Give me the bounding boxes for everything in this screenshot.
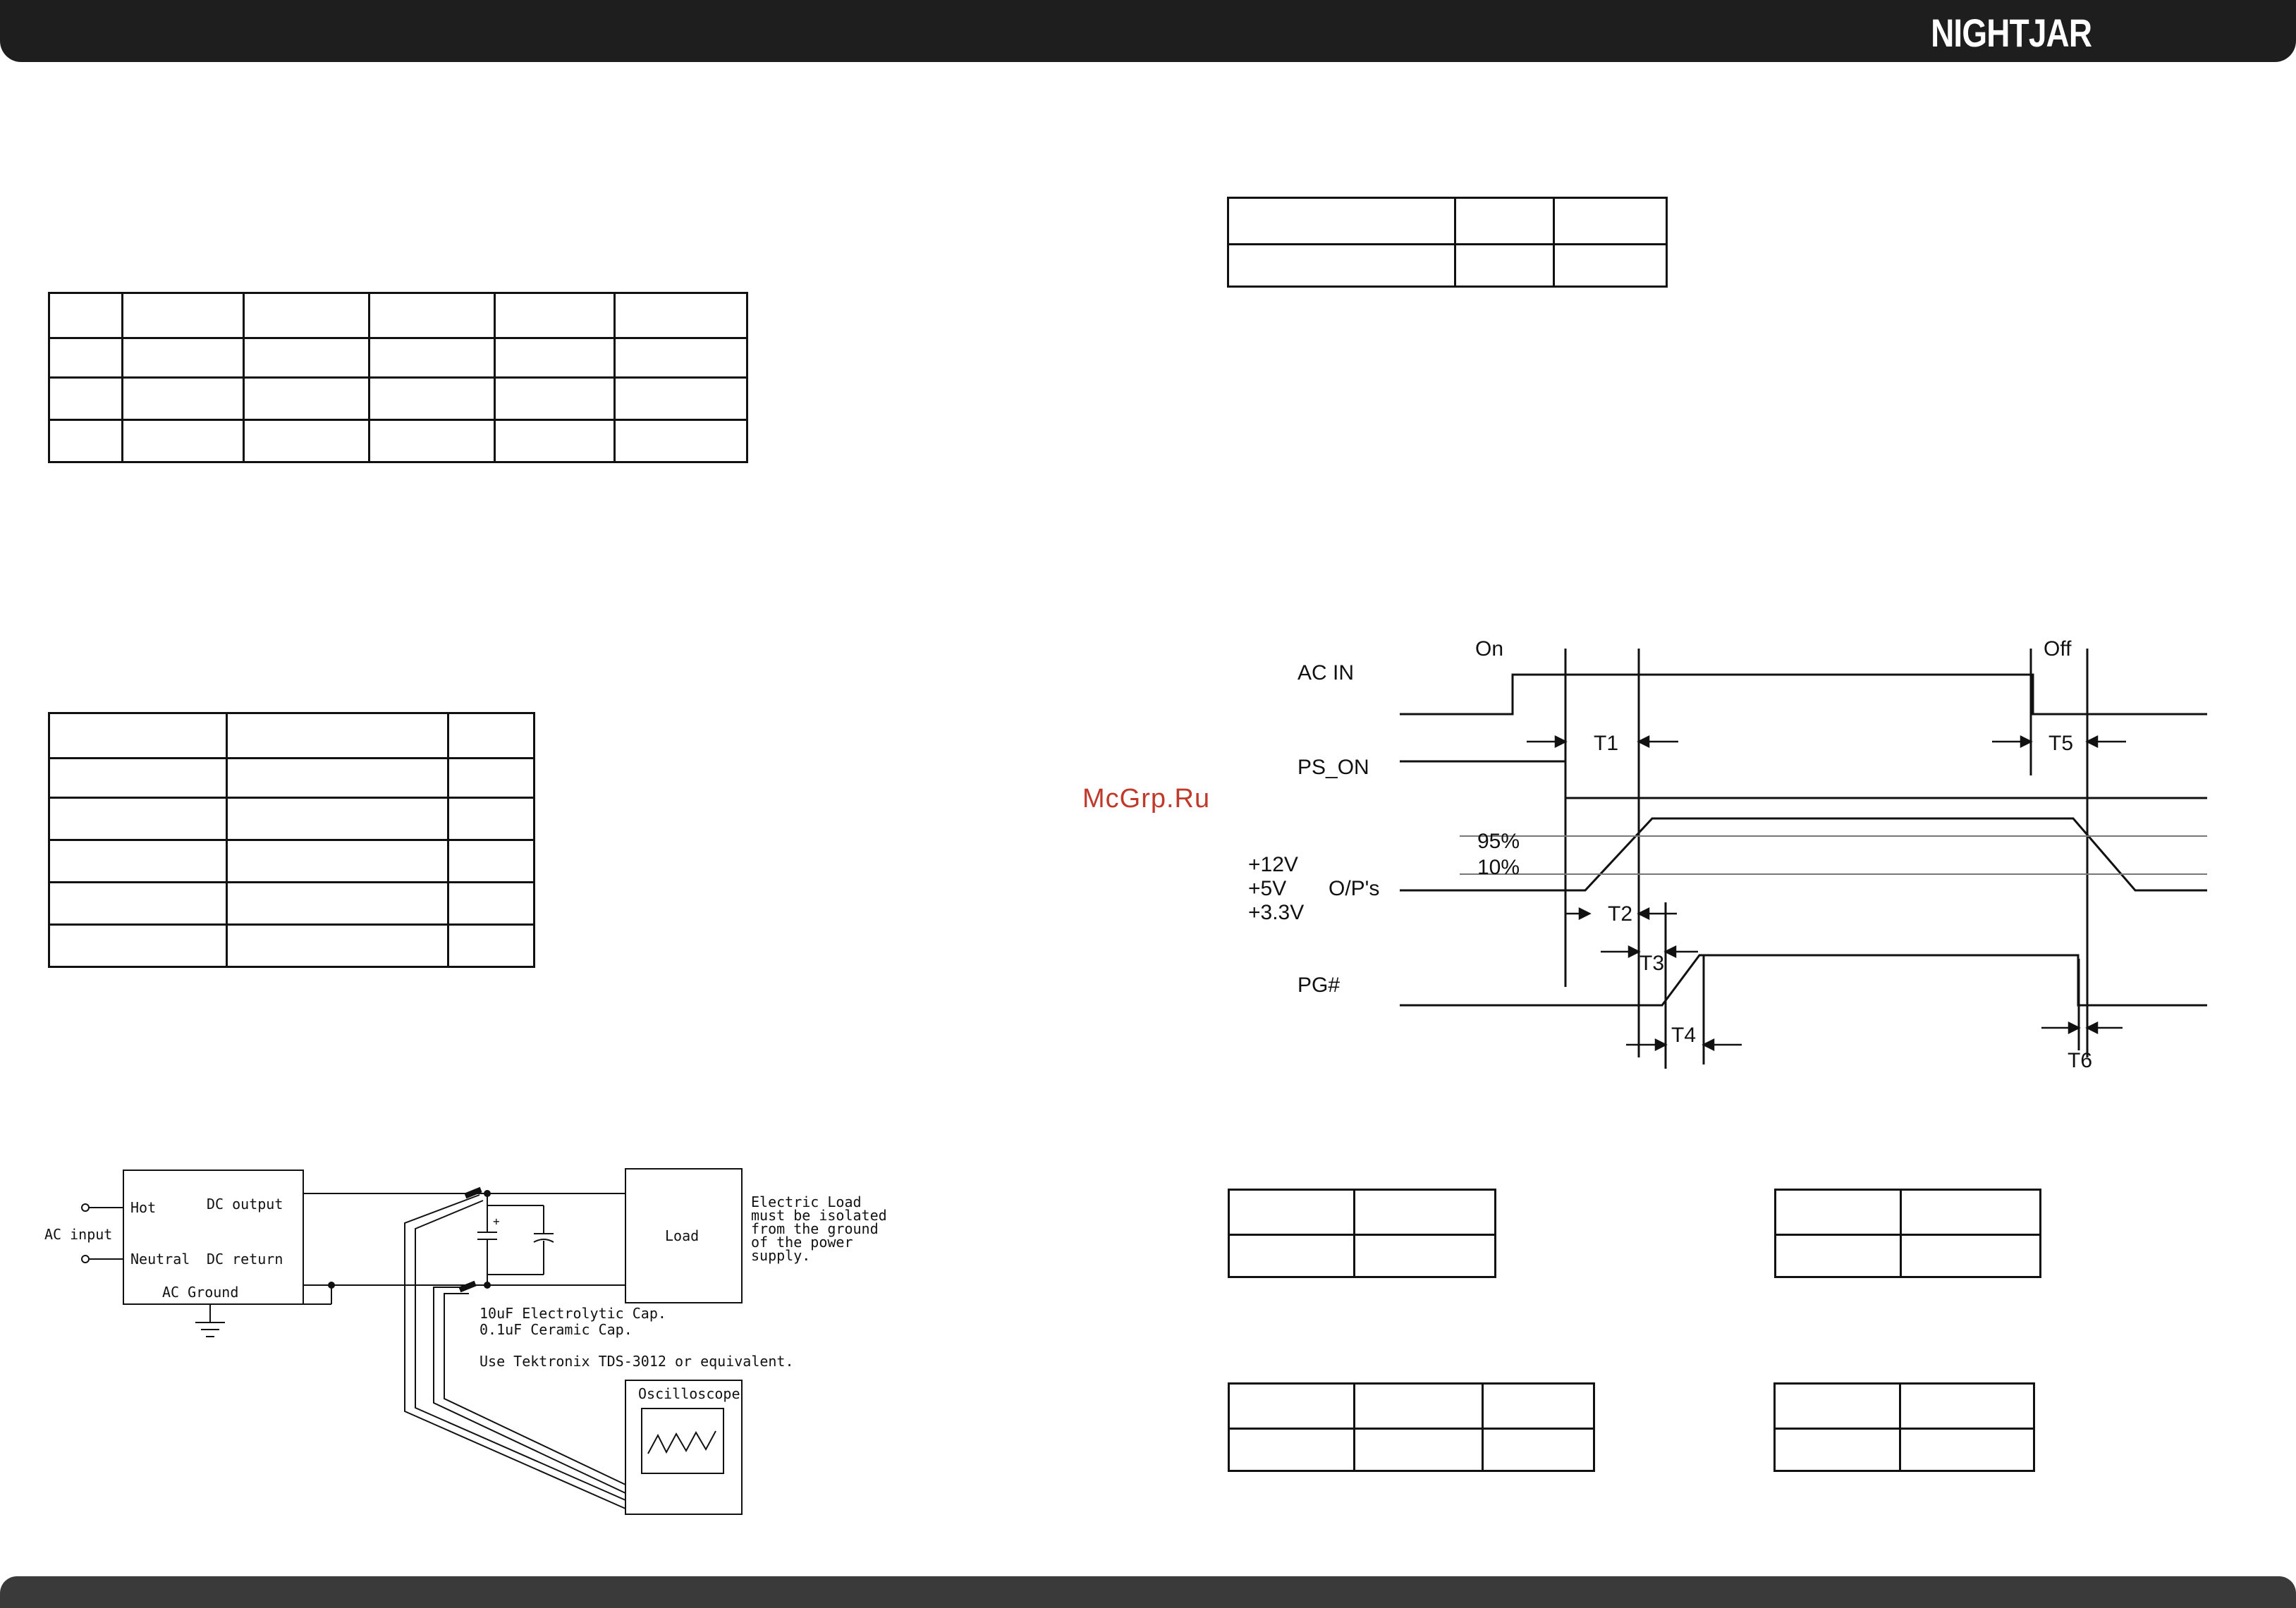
- label-ps-on: PS_ON: [1297, 756, 1369, 779]
- label-t6: T6: [2068, 1049, 2092, 1072]
- table-row: [48, 419, 748, 463]
- table-row: [48, 797, 535, 841]
- circuit-load-note-2: must be isolated: [751, 1207, 887, 1224]
- table-row: [1228, 1234, 1496, 1278]
- circuit-cap-note-1: 10uF Electrolytic Cap.: [480, 1305, 666, 1322]
- circuit-load-note-4: of the power: [751, 1234, 853, 1251]
- table-row: [48, 712, 535, 759]
- table-row: [48, 757, 535, 799]
- label-t4: T4: [1671, 1024, 1696, 1047]
- table-left-1: [48, 292, 748, 463]
- table-left-2: [48, 712, 535, 968]
- table-row: [48, 292, 748, 339]
- table-row: [1227, 197, 1668, 245]
- label-12v: +12V: [1248, 853, 1298, 876]
- circuit-load-note-5: supply.: [751, 1247, 810, 1264]
- circuit-scope-note: Use Tektronix TDS-3012 or equivalent.: [480, 1353, 794, 1370]
- table-row: [48, 881, 535, 926]
- table-right-a: [1228, 1189, 1496, 1278]
- table-right-c: [1228, 1382, 1595, 1472]
- circuit-load-note-3: from the ground: [751, 1220, 879, 1237]
- table-row: [1228, 1428, 1595, 1472]
- circuit-dc-output: DC output: [207, 1196, 283, 1213]
- table-row: [1773, 1382, 2035, 1430]
- circuit-cap-note-2: 0.1uF Ceramic Cap.: [480, 1321, 633, 1338]
- circuit-neutral: Neutral: [130, 1251, 190, 1268]
- table-row: [1228, 1189, 1496, 1236]
- label-t1: T1: [1594, 732, 1618, 755]
- circuit-ac-ground: AC Ground: [162, 1284, 238, 1301]
- table-row: [1773, 1428, 2035, 1472]
- circuit-load-note-1: Electric Load: [751, 1193, 862, 1210]
- label-95pct: 95%: [1477, 830, 1520, 853]
- label-off: Off: [2044, 637, 2072, 661]
- watermark: McGrp.Ru: [1082, 784, 1211, 814]
- table-row: [48, 923, 535, 968]
- table-row: [1227, 243, 1668, 288]
- label-ac-in: AC IN: [1297, 661, 1354, 685]
- table-row: [1774, 1189, 2041, 1236]
- label-pg: PG#: [1297, 974, 1340, 997]
- label-5v: +5V: [1248, 877, 1286, 900]
- header-bar: NIGHTJAR: [0, 0, 2296, 62]
- label-on: On: [1475, 637, 1503, 661]
- table-row: [1228, 1382, 1595, 1430]
- circuit-hot: Hot: [130, 1199, 156, 1216]
- test-circuit-diagram: AC input Hot Neutral DC output DC return…: [44, 1168, 887, 1515]
- table-right-d: [1773, 1382, 2035, 1472]
- label-3v3: +3.3V: [1248, 901, 1304, 924]
- circuit-dc-return: DC return: [207, 1251, 283, 1268]
- label-ops: O/P's: [1329, 877, 1379, 900]
- circuit-load: Load: [665, 1227, 699, 1244]
- footer-bar: [0, 1576, 2296, 1608]
- table-right-b: [1774, 1189, 2041, 1278]
- label-10pct: 10%: [1477, 856, 1520, 879]
- circuit-oscilloscope: Oscilloscope: [638, 1385, 740, 1402]
- svg-text:+: +: [493, 1215, 500, 1228]
- circuit-ac-input: AC input: [44, 1226, 112, 1243]
- timing-diagram: AC IN PS_ON +12V +5V +3.3V O/P's PG# 95%…: [1248, 637, 2207, 1072]
- label-t5: T5: [2048, 732, 2073, 755]
- label-t2: T2: [1608, 902, 1632, 926]
- table-row: [1774, 1234, 2041, 1278]
- table-row: [48, 839, 535, 883]
- table-row: [48, 376, 748, 421]
- table-row: [48, 337, 748, 379]
- brand-logo: NIGHTJAR: [1930, 11, 2092, 55]
- label-t3: T3: [1639, 952, 1664, 975]
- table-right-top: [1227, 197, 1668, 288]
